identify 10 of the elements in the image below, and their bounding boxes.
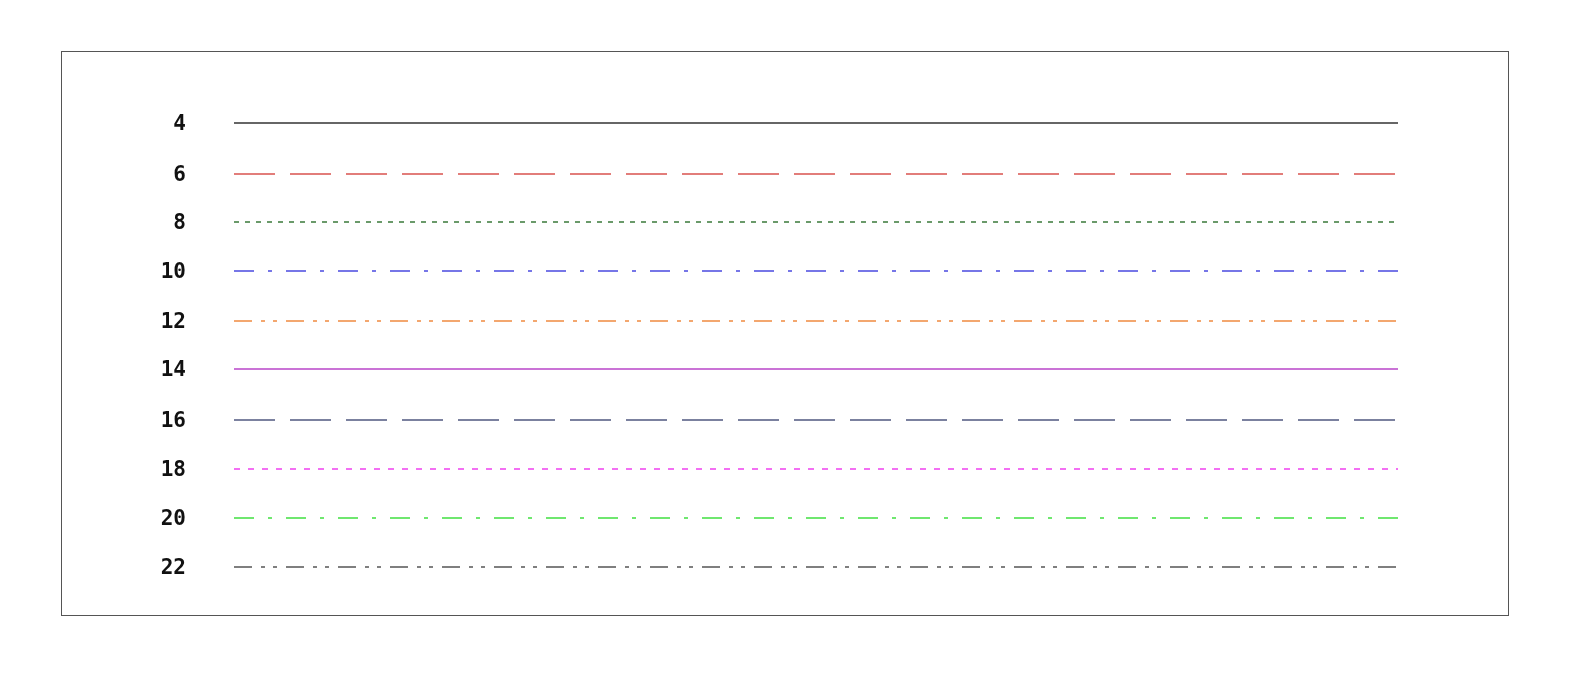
legend-label: 16 [160, 408, 186, 432]
legend-label: 4 [173, 111, 186, 135]
legend-label: 6 [173, 162, 186, 186]
legend-label: 18 [160, 457, 186, 481]
legend-label: 8 [173, 210, 186, 234]
legend-label: 22 [160, 555, 186, 579]
legend-label: 20 [160, 506, 186, 530]
legend-label: 12 [160, 309, 186, 333]
legend-label: 10 [160, 259, 186, 283]
legend-label: 14 [160, 357, 186, 381]
